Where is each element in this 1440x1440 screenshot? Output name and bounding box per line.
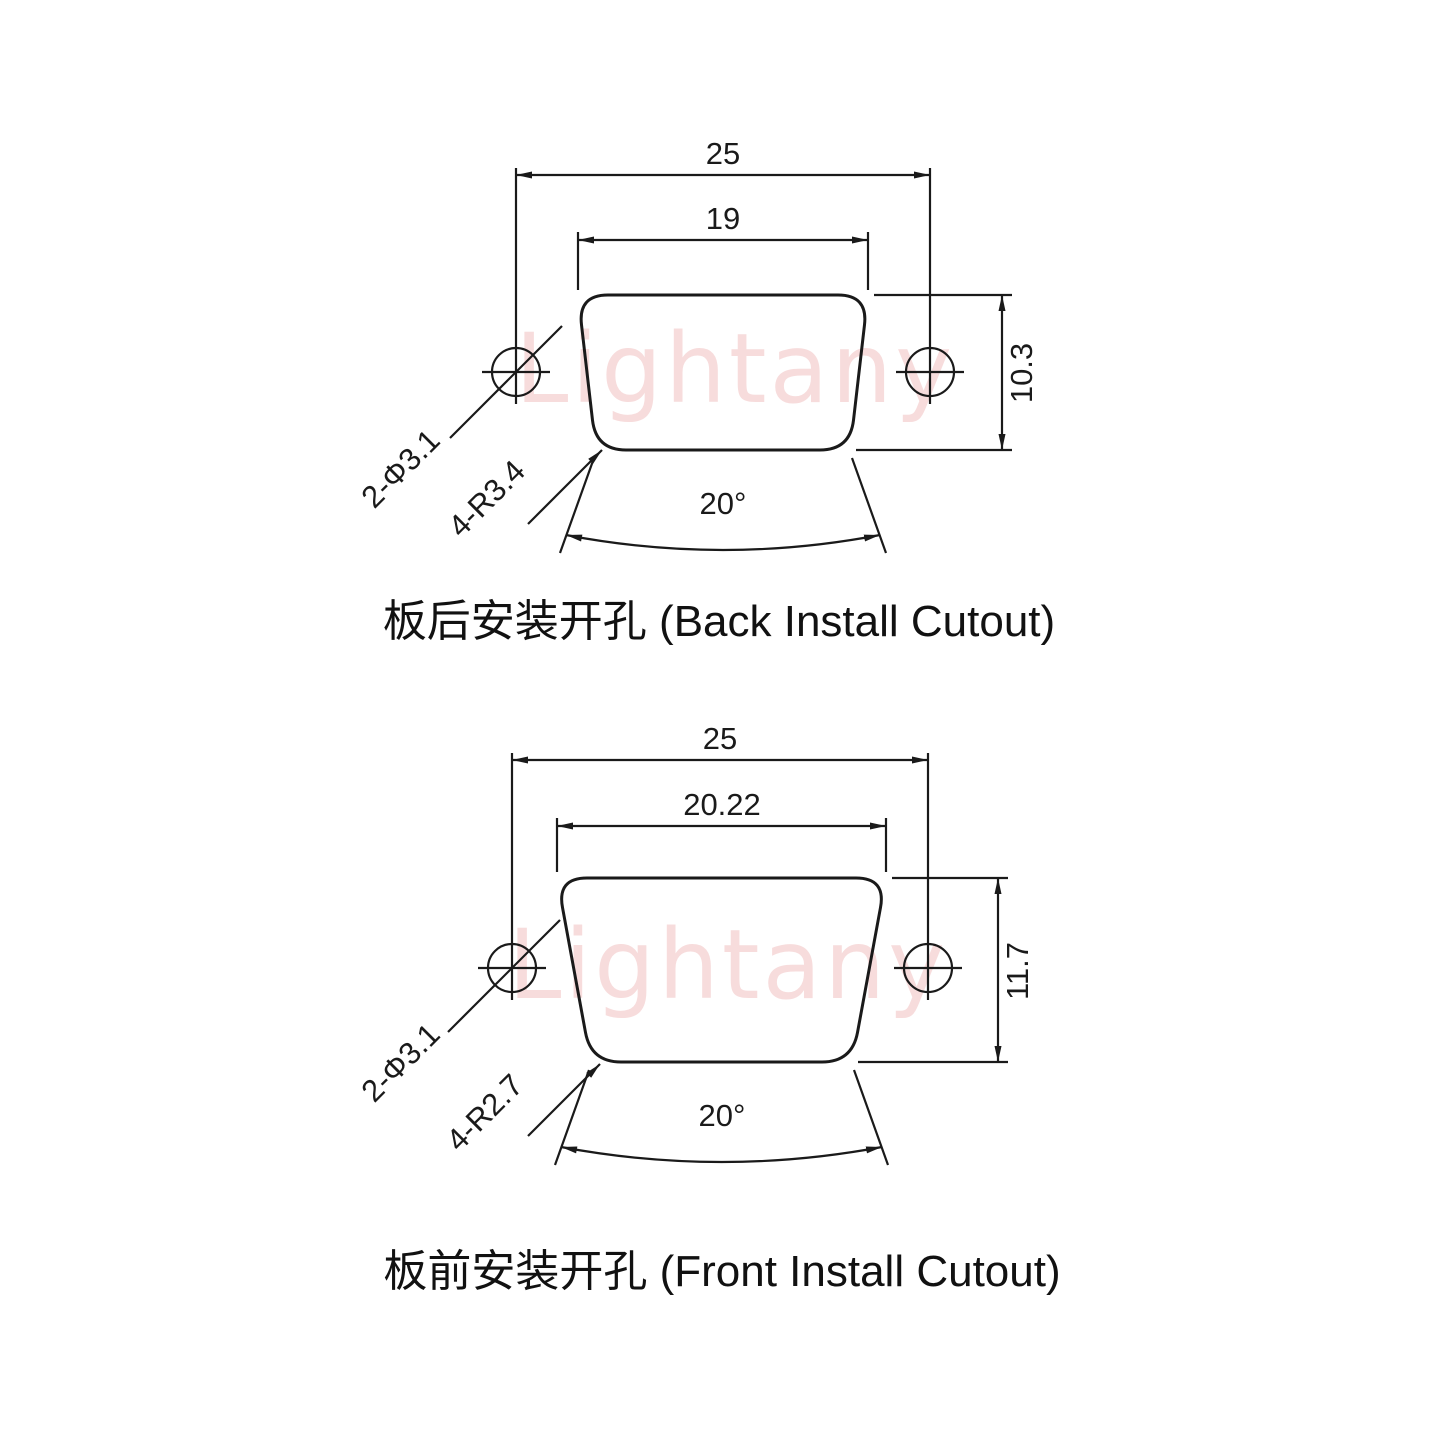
caption-front: 板前安装开孔 (Front Install Cutout)	[383, 1247, 1060, 1296]
dim-top-width-front: 20.22	[555, 787, 888, 872]
leader-radius-front: 4-R2.7	[439, 1063, 601, 1158]
d-cutout-outline-back	[579, 293, 867, 452]
leader-line	[527, 449, 603, 525]
dim-value-hole-spacing: 25	[706, 136, 740, 171]
leader-line	[447, 919, 561, 1033]
leader-line	[527, 1063, 601, 1137]
angle-leg-line	[850, 457, 888, 554]
callout-holes: 2-Φ3.1	[354, 422, 446, 514]
dim-angle-front: 20°	[553, 1069, 890, 1166]
dim-top-width-back: 19	[576, 201, 870, 290]
dim-value-top-width: 20.22	[683, 787, 761, 822]
angle-leg-line	[553, 1069, 591, 1166]
dim-value-hole-spacing: 25	[703, 721, 737, 756]
mounting-hole-right-front	[894, 942, 962, 994]
leader-line	[449, 325, 563, 439]
dim-height-front: 11.7	[858, 876, 1035, 1064]
callout-holes: 2-Φ3.1	[354, 1016, 446, 1108]
callout-radius: 4-R3.4	[441, 453, 532, 544]
dim-angle-back: 20°	[558, 457, 888, 554]
angle-arc	[560, 1145, 883, 1164]
angle-leg-line	[558, 457, 596, 554]
dim-value-angle: 20°	[700, 486, 747, 521]
callout-radius: 4-R2.7	[439, 1067, 530, 1158]
dim-height-back: 10.3	[856, 293, 1039, 452]
angle-leg-line	[852, 1069, 890, 1166]
leader-radius-back: 4-R3.4	[441, 449, 603, 544]
dim-value-height: 10.3	[1004, 343, 1039, 403]
dim-value-height: 11.7	[1000, 942, 1035, 1000]
dim-hole-spacing-front: 25	[510, 721, 930, 1000]
angle-arc	[565, 533, 881, 552]
d-cutout-outline-front	[560, 876, 883, 1064]
dim-value-top-width: 19	[706, 201, 740, 236]
dim-value-angle: 20°	[699, 1098, 746, 1133]
dim-hole-spacing-back: 25	[514, 136, 932, 404]
caption-back: 板后安装开孔 (Back Install Cutout)	[383, 597, 1055, 646]
mounting-hole-right-back	[896, 346, 964, 398]
